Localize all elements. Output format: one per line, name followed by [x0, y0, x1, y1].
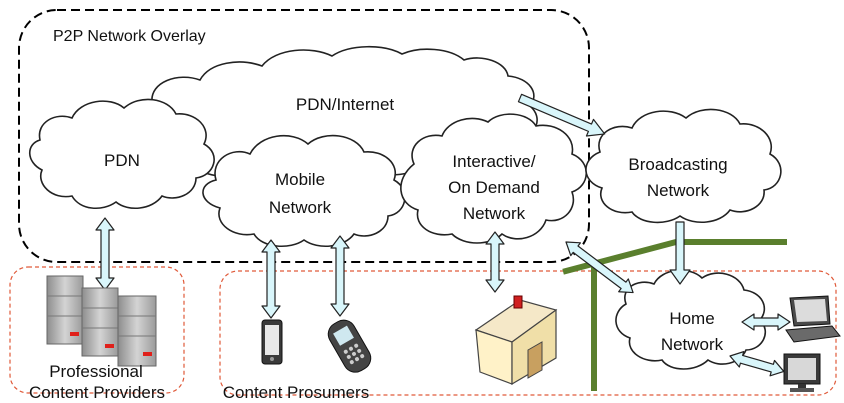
- server-icon: [46, 275, 157, 367]
- svg-text:Broadcasting: Broadcasting: [628, 155, 727, 174]
- svg-text:Mobile: Mobile: [275, 170, 325, 189]
- svg-text:PDN: PDN: [104, 151, 140, 170]
- monitor-icon: [783, 353, 821, 392]
- arrow-interactive-house: [485, 231, 505, 293]
- arrow-interactive-home: [565, 241, 634, 294]
- arrow-mobile-cellphone: [330, 235, 350, 317]
- overlay-label: P2P Network Overlay: [53, 28, 206, 45]
- mobile-network-cloud: Mobile Network: [202, 134, 406, 247]
- house-icon: [474, 295, 558, 386]
- interactive-on-demand-cloud: Interactive/ On Demand Network: [400, 113, 587, 244]
- svg-text:On Demand: On Demand: [448, 178, 540, 197]
- svg-text:PDN/Internet: PDN/Internet: [296, 95, 395, 114]
- arrow-pdn-servers: [95, 217, 115, 291]
- prosumers-label: Content Prosumers: [223, 383, 369, 402]
- svg-text:Interactive/: Interactive/: [452, 152, 535, 171]
- providers-label-line1: Professional: [49, 362, 143, 381]
- p2p-overlay-boundary: [18, 9, 590, 263]
- providers-label-line2: Content Providers: [29, 383, 165, 402]
- arrow-internet-broadcasting: [517, 93, 606, 137]
- arrow-mobile-smartphone: [261, 239, 281, 319]
- svg-text:Network: Network: [269, 198, 332, 217]
- svg-text:Network: Network: [463, 204, 526, 223]
- arrow-broadcasting-home: [669, 221, 691, 285]
- svg-text:Network: Network: [661, 335, 724, 354]
- broadcasting-network-cloud: Broadcasting Network: [585, 108, 782, 224]
- svg-text:Network: Network: [647, 181, 710, 200]
- pdn-cloud: PDN: [28, 98, 215, 209]
- svg-text:Home: Home: [669, 309, 714, 328]
- providers-boundary: [9, 266, 185, 394]
- laptop-icon: [785, 295, 841, 343]
- arrow-home-laptop: [741, 313, 791, 331]
- cell-phone-icon: [327, 319, 372, 373]
- mobile-phone-icon: [261, 319, 283, 365]
